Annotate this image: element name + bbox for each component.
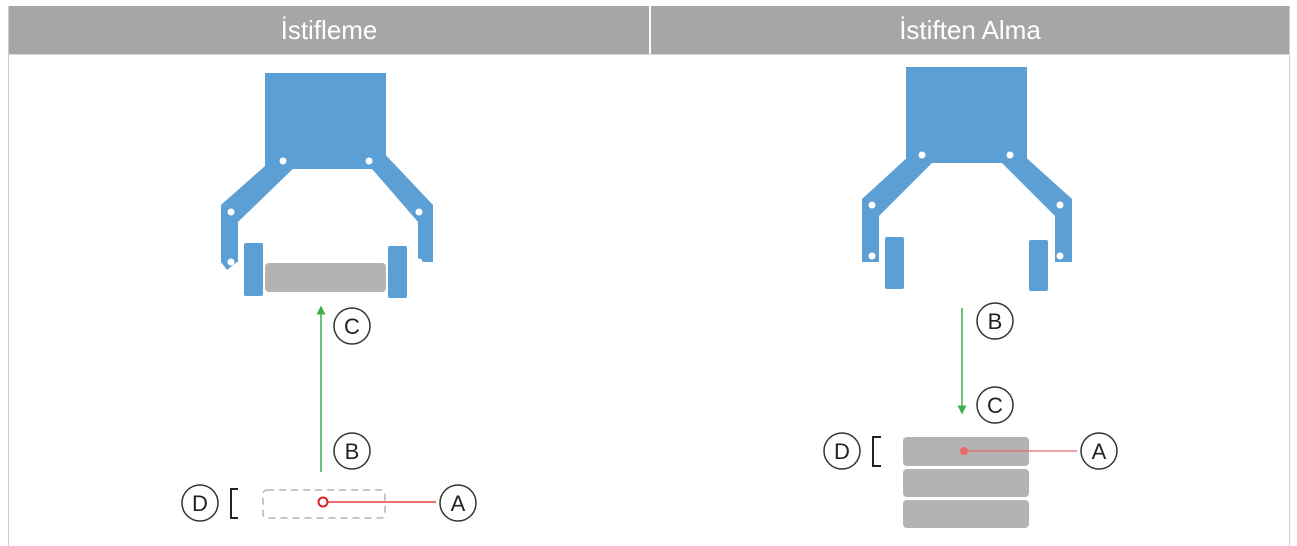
svg-text:A: A: [451, 491, 466, 516]
label-d-stacking: D: [181, 484, 219, 522]
header-divider: [8, 54, 1290, 55]
label-a-unstacking: A: [1080, 432, 1118, 470]
pivot-point: [415, 258, 423, 266]
reference-point: [960, 447, 968, 455]
frame-border-left: [8, 6, 9, 546]
gripper-finger-right: [1029, 240, 1048, 291]
pivot-point: [868, 252, 876, 260]
pivot-point: [868, 201, 876, 209]
panel-title-stacking: İstifleme: [9, 6, 649, 54]
gripper-finger-left: [244, 243, 263, 296]
gripper-arm-left-outer: [221, 150, 300, 262]
stack-part-middle: [903, 469, 1029, 497]
label-c-unstacking: C: [976, 386, 1014, 424]
gripper-finger-right: [388, 246, 407, 298]
svg-text:C: C: [344, 314, 360, 339]
pivot-point: [415, 208, 423, 216]
stack-part-bottom: [903, 500, 1029, 528]
pivot-point: [227, 208, 235, 216]
pivot-point: [918, 151, 926, 159]
svg-text:D: D: [834, 439, 850, 464]
thickness-bracket: [872, 436, 881, 467]
svg-text:B: B: [345, 439, 360, 464]
label-c-stacking: C: [333, 307, 371, 345]
gripper-arm-right-outer: [995, 144, 1072, 262]
stack-position-ghost: [262, 489, 386, 519]
gripper-arm-right-outer: [366, 150, 433, 262]
label-a-stacking: A: [439, 484, 477, 522]
pivot-point: [1056, 201, 1064, 209]
label-b-unstacking: B: [976, 302, 1014, 340]
pivot-point: [365, 157, 373, 165]
svg-text:A: A: [1092, 439, 1107, 464]
svg-text:C: C: [987, 393, 1003, 418]
gripper-unstacking: [862, 67, 1072, 291]
svg-text:B: B: [988, 309, 1003, 334]
gripper-finger-left: [885, 237, 904, 289]
pivot-point: [227, 258, 235, 266]
label-b-stacking: B: [333, 432, 371, 470]
label-d-unstacking: D: [823, 432, 861, 470]
gripper-arm-left-outer: [862, 144, 939, 262]
gripper-stacking: [221, 73, 433, 298]
reference-point: [317, 496, 329, 508]
panel-title-unstacking: İstiften Alma: [651, 6, 1289, 54]
frame-border-right: [1289, 6, 1290, 546]
pivot-point: [279, 157, 287, 165]
gripped-part: [265, 263, 386, 292]
pivot-point: [1006, 151, 1014, 159]
svg-text:D: D: [192, 491, 208, 516]
pivot-point: [1056, 252, 1064, 260]
thickness-bracket: [230, 488, 238, 519]
